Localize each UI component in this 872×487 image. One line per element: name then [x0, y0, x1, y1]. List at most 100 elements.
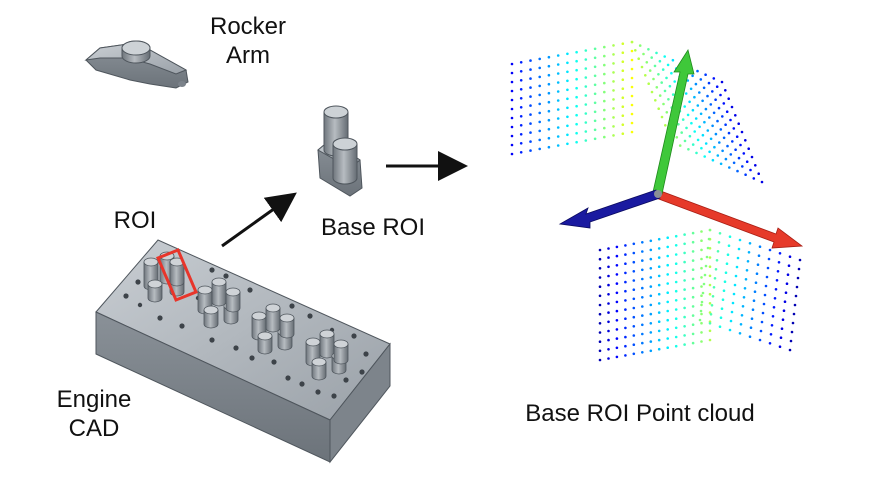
point-cloud-dot — [641, 351, 644, 354]
point-cloud-dot — [529, 68, 532, 71]
point-cloud-dot — [713, 277, 717, 280]
point-cloud-dot — [709, 137, 713, 141]
point-cloud-dot — [649, 248, 653, 252]
point-cloud-dot — [630, 94, 634, 98]
point-cloud-dot — [630, 112, 634, 116]
point-cloud-dot — [714, 132, 718, 136]
point-cloud-dot — [785, 282, 789, 286]
point-cloud-dot — [630, 67, 634, 71]
point-cloud-dot — [519, 106, 523, 109]
point-cloud-dot — [675, 136, 679, 139]
point-cloud-dot — [566, 142, 569, 146]
point-cloud-dot — [632, 242, 636, 246]
point-cloud-dot — [621, 51, 625, 54]
point-cloud-dot — [725, 262, 729, 266]
point-cloud-dot — [726, 253, 730, 256]
point-cloud-dot — [745, 160, 749, 163]
point-cloud-dot — [729, 118, 732, 122]
point-cloud-dot — [670, 71, 673, 75]
point-cloud-dot — [674, 299, 678, 302]
point-cloud-dot — [641, 314, 644, 317]
point-cloud-dot — [624, 335, 627, 339]
point-cloud-dot — [671, 93, 675, 96]
point-cloud-dot — [708, 274, 712, 278]
point-cloud-dot — [647, 48, 650, 51]
point-cloud-dot — [621, 105, 625, 108]
point-cloud-dot — [732, 161, 736, 165]
point-cloud-dot — [753, 290, 757, 294]
point-cloud-dot — [624, 244, 627, 247]
point-cloud-dot — [612, 98, 615, 101]
point-cloud-dot — [624, 262, 627, 266]
point-cloud-dot — [519, 61, 523, 64]
point-cloud-dot — [674, 262, 678, 266]
point-cloud-dot — [700, 303, 703, 307]
point-cloud-dot — [584, 76, 588, 79]
point-cloud-dot — [603, 126, 606, 130]
point-cloud-dot — [632, 297, 636, 301]
point-cloud-dot — [632, 306, 636, 310]
point-cloud-dot — [615, 264, 619, 267]
point-cloud-dot — [556, 54, 560, 57]
point-cloud-dot — [615, 245, 619, 249]
point-cloud-dot — [746, 260, 750, 263]
point-cloud-dot — [593, 119, 597, 123]
point-cloud-dot — [556, 81, 560, 84]
engine-cad-label: Engine CAD — [44, 385, 144, 443]
point-cloud-dot — [603, 63, 606, 67]
point-cloud-dot — [632, 251, 636, 255]
point-cloud-dot — [796, 276, 800, 280]
point-cloud-dot — [748, 335, 752, 339]
point-cloud-dot — [593, 56, 597, 60]
point-cloud-dot — [657, 283, 661, 287]
point-cloud-dot — [510, 143, 514, 147]
point-cloud-dot — [711, 158, 715, 162]
point-cloud-dot — [641, 332, 644, 336]
point-cloud-dot — [556, 99, 560, 102]
point-cloud-dot — [691, 250, 695, 253]
point-cloud-dot — [763, 293, 767, 297]
point-cloud-dot — [658, 94, 662, 97]
point-cloud-dot — [665, 76, 668, 80]
point-cloud-dot — [566, 133, 569, 137]
point-cloud-dot — [729, 153, 733, 156]
point-cloud-dot — [575, 140, 578, 144]
point-cloud-dot — [732, 127, 736, 130]
point-cloud-dot — [701, 133, 705, 137]
point-cloud-dot — [538, 93, 541, 97]
point-cloud-dot — [706, 246, 710, 250]
point-cloud-dot — [726, 144, 729, 148]
point-cloud-dot — [641, 341, 644, 345]
point-cloud-dot — [721, 298, 725, 302]
point-cloud-dot — [727, 97, 730, 100]
point-cloud-dot — [666, 300, 669, 304]
point-cloud-dot — [673, 80, 676, 83]
point-cloud-dot — [538, 57, 541, 61]
point-cloud-dot — [607, 320, 610, 324]
point-cloud-dot — [607, 311, 610, 314]
point-cloud-dot — [708, 150, 711, 154]
point-cloud-dot — [624, 308, 627, 311]
point-cloud-dot — [630, 49, 634, 53]
point-cloud-dot — [750, 317, 754, 321]
point-cloud-dot — [519, 151, 523, 154]
point-cloud-dot — [734, 148, 737, 151]
point-cloud-dot — [727, 244, 731, 247]
point-cloud-dot — [708, 292, 712, 296]
point-cloud-dot — [519, 79, 523, 82]
point-cloud-dot — [556, 72, 560, 75]
point-cloud-dot — [674, 271, 678, 275]
point-cloud-dot — [647, 82, 650, 85]
point-cloud-dot — [691, 240, 695, 244]
point-cloud-dot — [665, 111, 669, 114]
point-cloud-dot — [566, 88, 569, 92]
point-cloud-dot — [730, 105, 734, 109]
point-cloud-dot — [700, 276, 703, 279]
point-cloud-dot — [607, 357, 610, 360]
point-cloud-dot — [734, 114, 737, 117]
point-cloud-dot — [584, 130, 588, 133]
point-cloud-dot — [598, 257, 602, 261]
point-cloud-dot — [752, 177, 756, 180]
point-cloud-dot — [691, 341, 695, 345]
point-cloud-dot — [529, 86, 532, 89]
